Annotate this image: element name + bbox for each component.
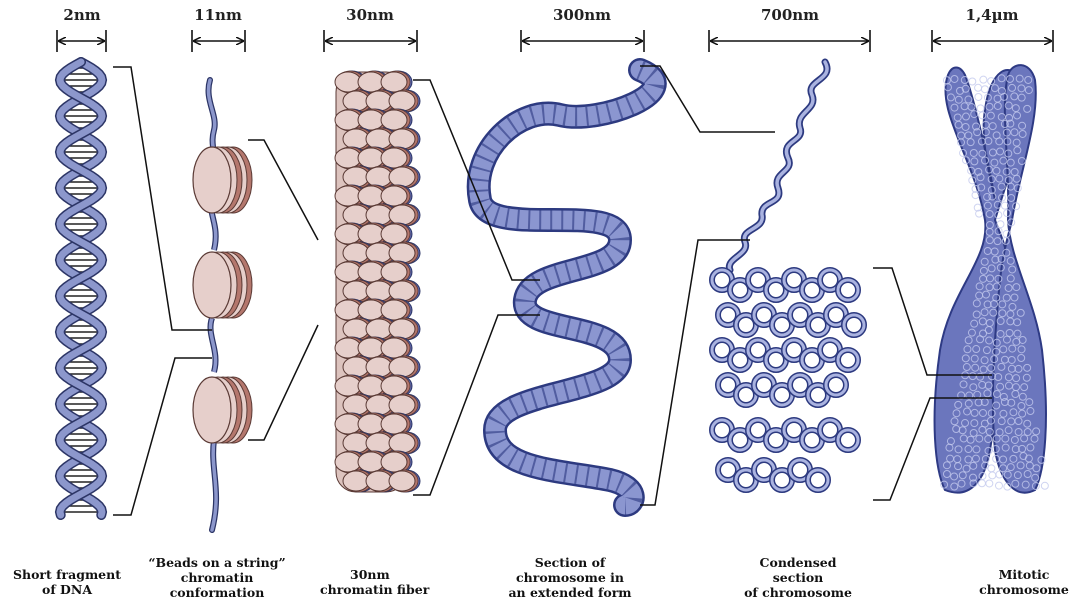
caption-extended-line-2: chromosome in [495,570,645,585]
fiber-nucleosome [389,394,420,416]
scale-label-mitotic: 1,4µm [932,6,1052,24]
mitotic-chromosome [935,65,1049,493]
scale-bar-fiber [324,30,417,52]
nucleosome [193,147,252,213]
caption-dna-line-1: Short fragment [2,567,132,582]
chromatin-coil [988,465,995,472]
fiber-nucleosome [389,166,420,188]
scale-bar-condensed [709,30,870,52]
caption-extended: Section of chromosome in an extended for… [495,555,645,600]
nucleosome [193,377,252,443]
nucleosome [193,252,252,318]
caption-fiber-line-1: 30nm [320,567,450,582]
chromatin-coil [1041,482,1048,489]
caption-beads: “Beads on a string” chromatin conformati… [142,555,292,600]
caption-mitotic-line-1: Mitotic [966,567,1082,582]
connector-beads-fiber-top [248,140,318,240]
beads-on-string [193,80,252,530]
dna-double-helix [60,62,102,515]
chromatin-coil [980,76,987,83]
caption-fiber-line-2: chromatin fiber [320,582,450,597]
caption-mitotic-line-2: chromosome [966,582,1082,597]
chromatin-coil [995,482,1002,489]
scale-label-extended: 300nm [522,6,642,24]
caption-beads-line-1: “Beads on a string” [142,555,292,570]
scale-label-beads: 11nm [158,6,278,24]
condensed-chromosome-section [712,62,864,490]
caption-mitotic: Mitotic chromosome [966,567,1082,597]
caption-condensed-line-3: of chromosome [728,585,868,600]
chromatin-coil [981,86,988,93]
caption-condensed-line-1: Condensed [728,555,868,570]
chromatin-coil [978,480,985,487]
connector-dna-beads-bottom [113,358,212,515]
scale-bar-mitotic [932,30,1053,52]
scale-label-dna: 2nm [22,6,142,24]
scale-bar-dna [57,30,106,52]
chromatin-coil [975,84,982,91]
fiber-nucleosome [389,204,420,226]
extended-chromosome-section [479,70,655,505]
caption-beads-line-3: conformation [142,585,292,600]
fiber-nucleosome [389,470,420,492]
caption-condensed: Condensed section of chromosome [728,555,868,600]
scale-bars [57,30,1053,52]
fiber-nucleosome [389,90,420,112]
scale-label-fiber: 30nm [310,6,430,24]
chromatin-coil [969,78,976,85]
fiber-nucleosome [389,280,420,302]
fiber-nucleosome [389,356,420,378]
fiber-nucleosome [389,432,420,454]
caption-extended-line-3: an extended form [495,585,645,600]
fiber-nucleosome [389,318,420,340]
fiber-nucleosome [389,242,420,264]
chromatin-coil [977,105,984,112]
scale-bar-extended [521,30,644,52]
fiber-nucleosome [389,128,420,150]
scale-bar-beads [192,30,245,52]
chromatin-coil [989,472,996,479]
caption-extended-line-1: Section of [495,555,645,570]
caption-dna-line-2: of DNA [2,582,132,597]
connector-beads-fiber-bottom [248,325,318,440]
caption-condensed-line-2: section [728,570,868,585]
chromatin-coil [986,480,993,487]
chromatin-fiber-30nm [335,71,420,492]
chromatin-coil [997,221,1004,228]
caption-fiber: 30nm chromatin fiber [320,567,450,597]
caption-beads-line-2: chromatin [142,570,292,585]
scale-label-condensed: 700nm [730,6,850,24]
chromatin-coil [975,93,982,100]
caption-dna: Short fragment of DNA [2,567,132,597]
